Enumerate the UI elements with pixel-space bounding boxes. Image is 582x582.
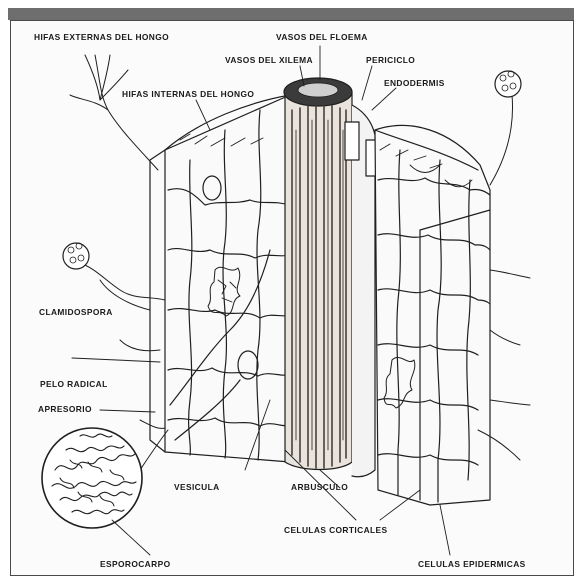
- label-endodermis: ENDODERMIS: [384, 79, 445, 87]
- label-hifas-externas: HIFAS EXTERNAS DEL HONGO: [34, 33, 169, 41]
- label-periciclo: PERICICLO: [366, 56, 415, 64]
- label-celulas-corticales: CELULAS CORTICALES: [284, 526, 388, 534]
- label-vesicula: VESICULA: [174, 483, 220, 491]
- label-vasos-floema: VASOS DEL FLOEMA: [276, 33, 368, 41]
- right-cortex-block: [375, 125, 490, 505]
- label-clamidospora: CLAMIDOSPORA: [39, 308, 113, 316]
- label-arbusculo: ARBUSCULO: [291, 483, 348, 491]
- label-vasos-xilema: VASOS DEL XILEMA: [225, 56, 313, 64]
- label-pelo-radical: PELO RADICAL: [40, 380, 108, 388]
- label-apresorio: APRESORIO: [38, 405, 92, 413]
- left-cortex-block: [150, 95, 290, 462]
- vascular-cylinder: [284, 78, 352, 470]
- sporocarp: [42, 428, 142, 528]
- spore-top-right: [495, 71, 521, 97]
- label-esporocarpo: ESPOROCARPO: [100, 560, 170, 568]
- label-hifas-internas: HIFAS INTERNAS DEL HONGO: [122, 90, 254, 98]
- chlamydospore-left: [63, 243, 89, 269]
- label-celulas-epidermicas: CELULAS EPIDERMICAS: [418, 560, 526, 568]
